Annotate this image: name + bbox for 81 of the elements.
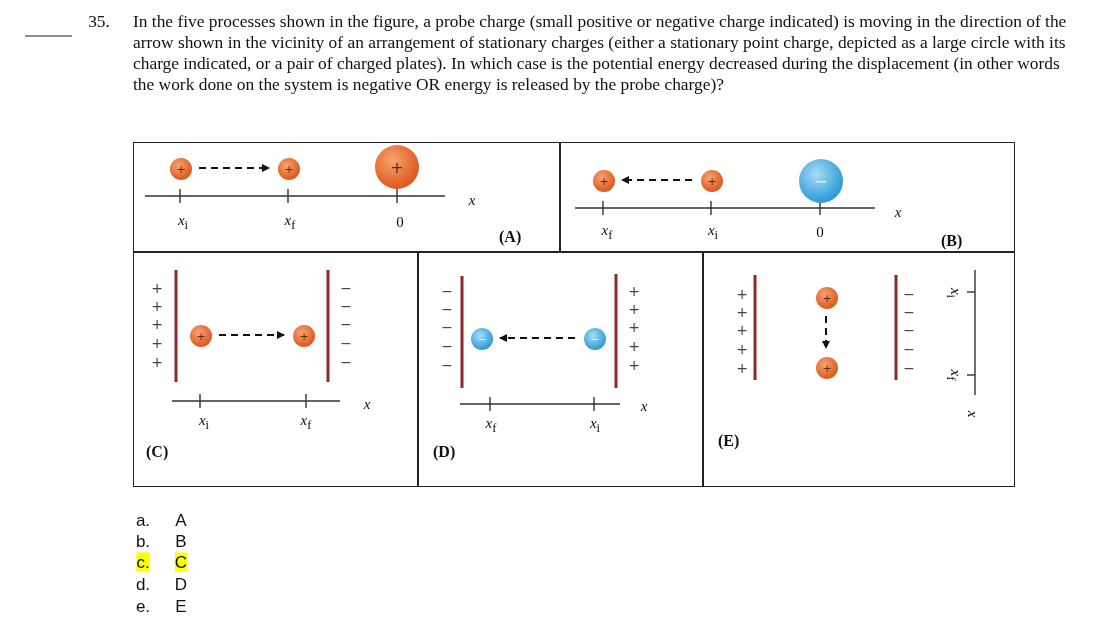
charge-sign: − bbox=[903, 286, 915, 302]
axis-label: x bbox=[894, 203, 902, 221]
charge-sign: − bbox=[903, 322, 915, 338]
charge-sign: − bbox=[441, 301, 453, 317]
charge-sign: − bbox=[441, 357, 453, 373]
point-charge: + bbox=[593, 170, 615, 192]
charge-sign: + bbox=[736, 360, 748, 376]
point-charge: + bbox=[293, 325, 315, 347]
charge-sign: + bbox=[151, 316, 163, 332]
charge-sign: + bbox=[628, 301, 640, 317]
charge-sign: − bbox=[903, 304, 915, 320]
point-charge: − bbox=[799, 159, 843, 203]
axis-label: 0 bbox=[816, 223, 824, 241]
charge-sign: + bbox=[628, 319, 640, 335]
charge-sign: − bbox=[441, 338, 453, 354]
axis-label: 0 bbox=[396, 213, 404, 231]
answer-letter: b. bbox=[135, 531, 151, 551]
charge-sign: − bbox=[903, 360, 915, 376]
charge-sign: + bbox=[736, 322, 748, 338]
figure-panel bbox=[133, 142, 560, 252]
panel-label: (D) bbox=[433, 443, 456, 461]
point-charge: + bbox=[701, 170, 723, 192]
panel-label: (A) bbox=[499, 228, 522, 246]
charge-sign: + bbox=[151, 335, 163, 351]
answer-choice: D bbox=[174, 574, 188, 594]
charge-sign: + bbox=[628, 338, 640, 354]
arrow bbox=[198, 164, 270, 172]
arrow bbox=[822, 315, 830, 349]
arrow bbox=[218, 331, 285, 339]
panel-label: (B) bbox=[941, 232, 963, 250]
charge-sign: + bbox=[736, 286, 748, 302]
arrow bbox=[499, 334, 576, 342]
point-charge: + bbox=[375, 145, 419, 189]
charge-sign: − bbox=[441, 319, 453, 335]
axis-label: x bbox=[640, 397, 648, 415]
axis-label: x$_{f}$ bbox=[485, 414, 497, 436]
point-charge: + bbox=[190, 325, 212, 347]
axis-label: x$_{i}$ bbox=[177, 211, 189, 233]
charge-sign: − bbox=[340, 298, 352, 314]
axis-label: x$_{i}$ bbox=[707, 221, 719, 243]
point-charge: − bbox=[471, 328, 493, 350]
panel-label: (C) bbox=[146, 443, 169, 461]
axis-label: x$_{f}$ bbox=[300, 411, 312, 433]
answer-choice: C bbox=[174, 552, 188, 572]
charge-sign: − bbox=[340, 280, 352, 296]
answer-letter: c. bbox=[136, 552, 150, 572]
panel-label: (E) bbox=[718, 432, 740, 450]
charge-sign: + bbox=[151, 298, 163, 314]
axis-label: x$_{i}$ bbox=[589, 414, 601, 436]
axis-label: x$_{f}$ bbox=[601, 221, 613, 243]
question-text: In the five processes shown in the figure, a probe charge (small positive or negative charge indicated) is moving in the direction of the arrow shown in the vicinity of an arrangement of stationary charges (either a stationary point charge, depicted as a large circle with its charge indicated, or a pair of charged plates). In which case is the potential energy decreased during the displacement (in other words the work done on the system is negative OR energy is released by the probe charge)? bbox=[133, 11, 1068, 95]
answer-choice: A bbox=[175, 510, 187, 530]
charge-sign: − bbox=[340, 354, 352, 370]
charge-sign: + bbox=[628, 357, 640, 373]
charge-sign: − bbox=[441, 283, 453, 299]
axis-label: x bbox=[963, 410, 981, 418]
charge-sign: + bbox=[736, 304, 748, 320]
charge-sign: − bbox=[903, 341, 915, 357]
answer-choice: E bbox=[175, 596, 187, 616]
point-charge: + bbox=[170, 158, 192, 180]
axis-label: x bbox=[363, 395, 371, 413]
axis-label: x$_{i}$ bbox=[198, 411, 210, 433]
arrow bbox=[621, 176, 693, 184]
figure-panel bbox=[560, 142, 1015, 252]
point-charge: + bbox=[816, 287, 838, 309]
point-charge: + bbox=[816, 357, 838, 379]
axis-label: x$_{f}$ bbox=[284, 211, 296, 233]
charge-sign: − bbox=[340, 335, 352, 351]
charge-sign: + bbox=[736, 341, 748, 357]
answer-letter: a. bbox=[135, 510, 151, 530]
question-number: 35. bbox=[88, 10, 110, 32]
answer-letter: d. bbox=[135, 574, 151, 594]
axis-label: x bbox=[468, 191, 476, 209]
charge-sign: + bbox=[151, 280, 163, 296]
answer-choice: B bbox=[175, 531, 187, 551]
charge-sign: + bbox=[628, 283, 640, 299]
charge-sign: + bbox=[151, 354, 163, 370]
point-charge: + bbox=[278, 158, 300, 180]
answer-letter: e. bbox=[135, 596, 151, 616]
charge-sign: − bbox=[340, 316, 352, 332]
point-charge: − bbox=[584, 328, 606, 350]
